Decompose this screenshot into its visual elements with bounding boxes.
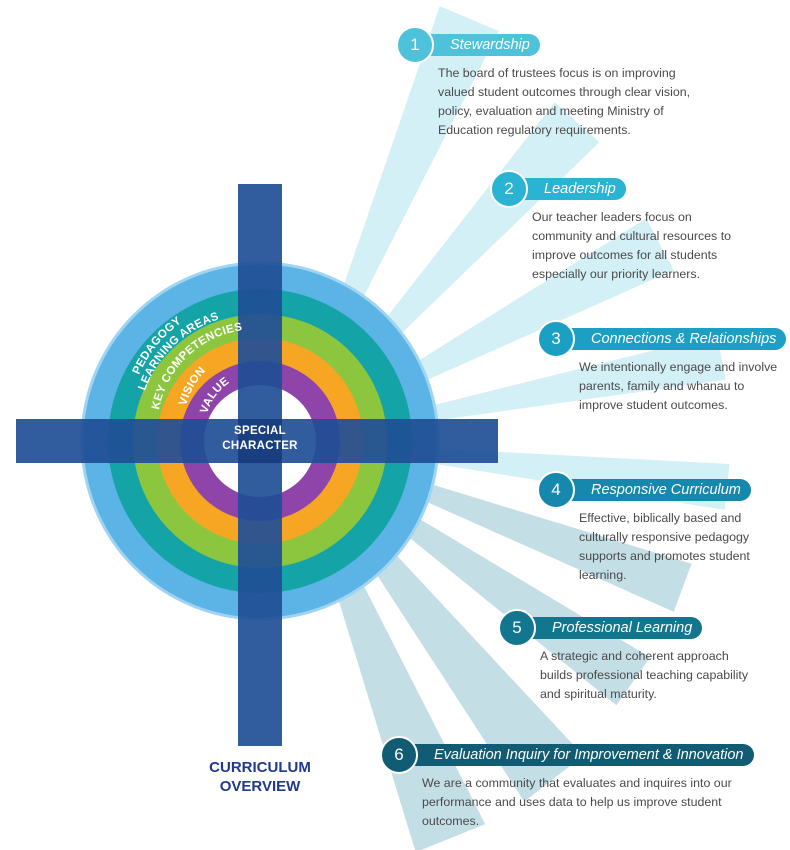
item-title: Leadership	[544, 181, 616, 197]
item-description-line: outcomes.	[422, 814, 480, 828]
item-title-pill: Responsive Curriculum	[555, 479, 751, 501]
item-number-badge: 5	[498, 609, 536, 647]
item-title: Responsive Curriculum	[591, 482, 741, 498]
item-title-pill: Leadership	[508, 178, 626, 200]
item-description-line: community and cultural resources to	[532, 229, 732, 243]
item-title-pill: Connections & Relationships	[555, 328, 787, 350]
item-description-line: We are a community that evaluates and in…	[422, 776, 732, 790]
item-number: 3	[551, 329, 561, 348]
item-description-line: Education regulatory requirements.	[438, 123, 631, 137]
diagram-caption: CURRICULUM OVERVIEW	[150, 758, 370, 796]
item-description: A strategic and coherent approach builds…	[540, 647, 790, 704]
item-description-line: and spiritual maturity.	[540, 687, 657, 701]
item-description: Effective, biblically based and cultural…	[579, 509, 789, 585]
center-label-line1: SPECIAL	[234, 425, 286, 437]
item-description-line: especially our priority learners.	[532, 267, 701, 281]
item-description-line: A strategic and coherent approach	[540, 649, 729, 663]
item-description-line: culturally responsive pedagogy	[579, 530, 750, 544]
item-description: Our teacher leaders focus on community a…	[532, 208, 782, 284]
item-number: 6	[394, 745, 404, 764]
item-title: Evaluation Inquiry for Improvement & Inn…	[434, 747, 744, 763]
item-title: Professional Learning	[552, 620, 693, 636]
item-description-line: supports and promotes student	[579, 549, 750, 563]
item-description: The board of trustees focus is on improv…	[438, 64, 778, 140]
item-title-pill: Professional Learning	[516, 617, 703, 639]
cross-vertical	[238, 184, 282, 746]
caption-line2: OVERVIEW	[219, 778, 301, 795]
item-description-line: builds professional teaching capability	[540, 668, 749, 682]
item-number: 5	[512, 618, 522, 637]
item-description-line: improve outcomes for all students	[532, 248, 718, 262]
item-number: 4	[551, 480, 561, 499]
item-title: Stewardship	[450, 37, 530, 53]
item-description: We are a community that evaluates and in…	[422, 774, 782, 831]
item-description-line: parents, family and whanau to	[579, 379, 745, 393]
item-title: Connections & Relationships	[591, 331, 777, 347]
center-label: SPECIAL CHARACTER	[195, 424, 325, 454]
caption-line1: CURRICULUM	[209, 759, 311, 776]
item-number-badge: 3	[537, 320, 575, 358]
item-description: We intentionally engage and involve pare…	[579, 358, 789, 415]
item-number: 2	[504, 179, 514, 198]
item-description-line: policy, evaluation and meeting Ministry …	[438, 104, 664, 118]
item-description-line: Our teacher leaders focus on	[532, 210, 692, 224]
item-number: 1	[410, 35, 420, 54]
item-title-pill: Evaluation Inquiry for Improvement & Inn…	[398, 744, 754, 766]
cross-center	[238, 419, 282, 463]
item-description-line: Effective, biblically based and	[579, 511, 742, 525]
item-number-badge: 4	[537, 471, 575, 509]
item-description-line: valued student outcomes through clear vi…	[438, 85, 691, 99]
item-description-line: improve student outcomes.	[579, 398, 728, 412]
item-description-line: learning.	[579, 568, 627, 582]
item-number-badge: 6	[380, 736, 418, 774]
item-description-line: We intentionally engage and involve	[579, 360, 778, 374]
item-description-line: The board of trustees focus is on improv…	[438, 66, 676, 80]
item-number-badge: 2	[490, 170, 528, 208]
item-title-pill: Stewardship	[414, 34, 540, 56]
center-label-line2: CHARACTER	[222, 440, 298, 452]
item-number-badge: 1	[396, 26, 434, 64]
item-description-line: performance and uses data to help us imp…	[422, 795, 722, 809]
